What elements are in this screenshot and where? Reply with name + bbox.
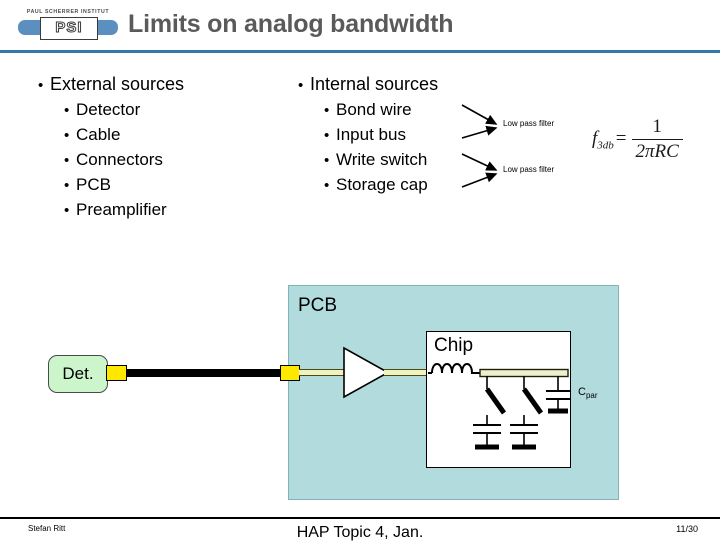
formula-denominator: 2πRC — [635, 141, 679, 162]
chip-internal-circuit — [428, 363, 570, 450]
formula-lhs-subscript: 3db — [597, 139, 614, 152]
pcb-label: PCB — [298, 295, 338, 316]
list-item: Cable — [64, 123, 184, 148]
detector-box: Det. — [48, 355, 108, 393]
psi-logo-org-text: PAUL SCHERRER INSTITUT — [26, 9, 110, 15]
connector-left — [106, 365, 127, 381]
bond-wire-inductor — [428, 363, 480, 374]
list-item-heading: Internal sources — [298, 72, 438, 98]
external-sources-list: External sources Detector Cable Connecto… — [38, 72, 184, 223]
list-item: Write switch — [324, 148, 438, 173]
cpar-symbol: C — [578, 386, 586, 398]
connector-right — [280, 365, 300, 381]
footer-author: Stefan Ritt — [28, 524, 66, 533]
input-bus-line — [479, 368, 569, 378]
arrow-bondwire — [461, 104, 498, 125]
chip-label: Chip — [434, 335, 474, 356]
pcb-trace-input — [299, 369, 347, 376]
internal-sources-list: Internal sources Bond wire Input bus Wri… — [298, 72, 438, 198]
parasitic-capacitor — [546, 390, 570, 414]
psi-logo: PAUL SCHERRER INSTITUT PSI — [16, 8, 120, 42]
list-item: Input bus — [324, 123, 438, 148]
formula-numerator: 1 — [631, 116, 683, 140]
slide-header: PAUL SCHERRER INSTITUT PSI Limits on ana… — [0, 0, 720, 52]
arrow-storagecap — [461, 172, 498, 188]
cpar-subscript: par — [585, 391, 598, 401]
preamplifier-symbol — [343, 346, 390, 399]
footer-divider — [0, 517, 720, 519]
list-item: Detector — [64, 98, 184, 123]
list-item: Preamplifier — [64, 198, 184, 223]
list-item: PCB — [64, 173, 184, 198]
list-item-heading: External sources — [38, 72, 184, 98]
footer-page-number: 11/30 — [676, 524, 698, 534]
write-switch-2 — [510, 387, 544, 450]
footer-event: HAP Topic 4, Jan. — [296, 524, 424, 541]
arrow-inputbus — [461, 125, 498, 139]
low-pass-filter-label-1: Low pass filter — [503, 119, 555, 128]
page-title: Limits on analog bandwidth — [128, 10, 454, 38]
coax-cable — [126, 369, 282, 377]
formula-lhs-symbol: f — [592, 127, 598, 149]
cpar-label: Cpar — [578, 386, 598, 400]
grouping-arrows — [461, 104, 498, 188]
header-divider — [0, 50, 720, 53]
arrow-writeswitch — [461, 153, 498, 171]
list-item: Bond wire — [324, 98, 438, 123]
list-item: Connectors — [64, 148, 184, 173]
list-item: Storage cap — [324, 173, 438, 198]
psi-logo-acronym: PSI — [40, 17, 98, 40]
formula-equals: = — [615, 127, 627, 149]
write-switch-1 — [473, 387, 507, 450]
pcb-trace-output — [384, 369, 436, 376]
low-pass-filter-label-2: Low pass filter — [503, 165, 555, 174]
